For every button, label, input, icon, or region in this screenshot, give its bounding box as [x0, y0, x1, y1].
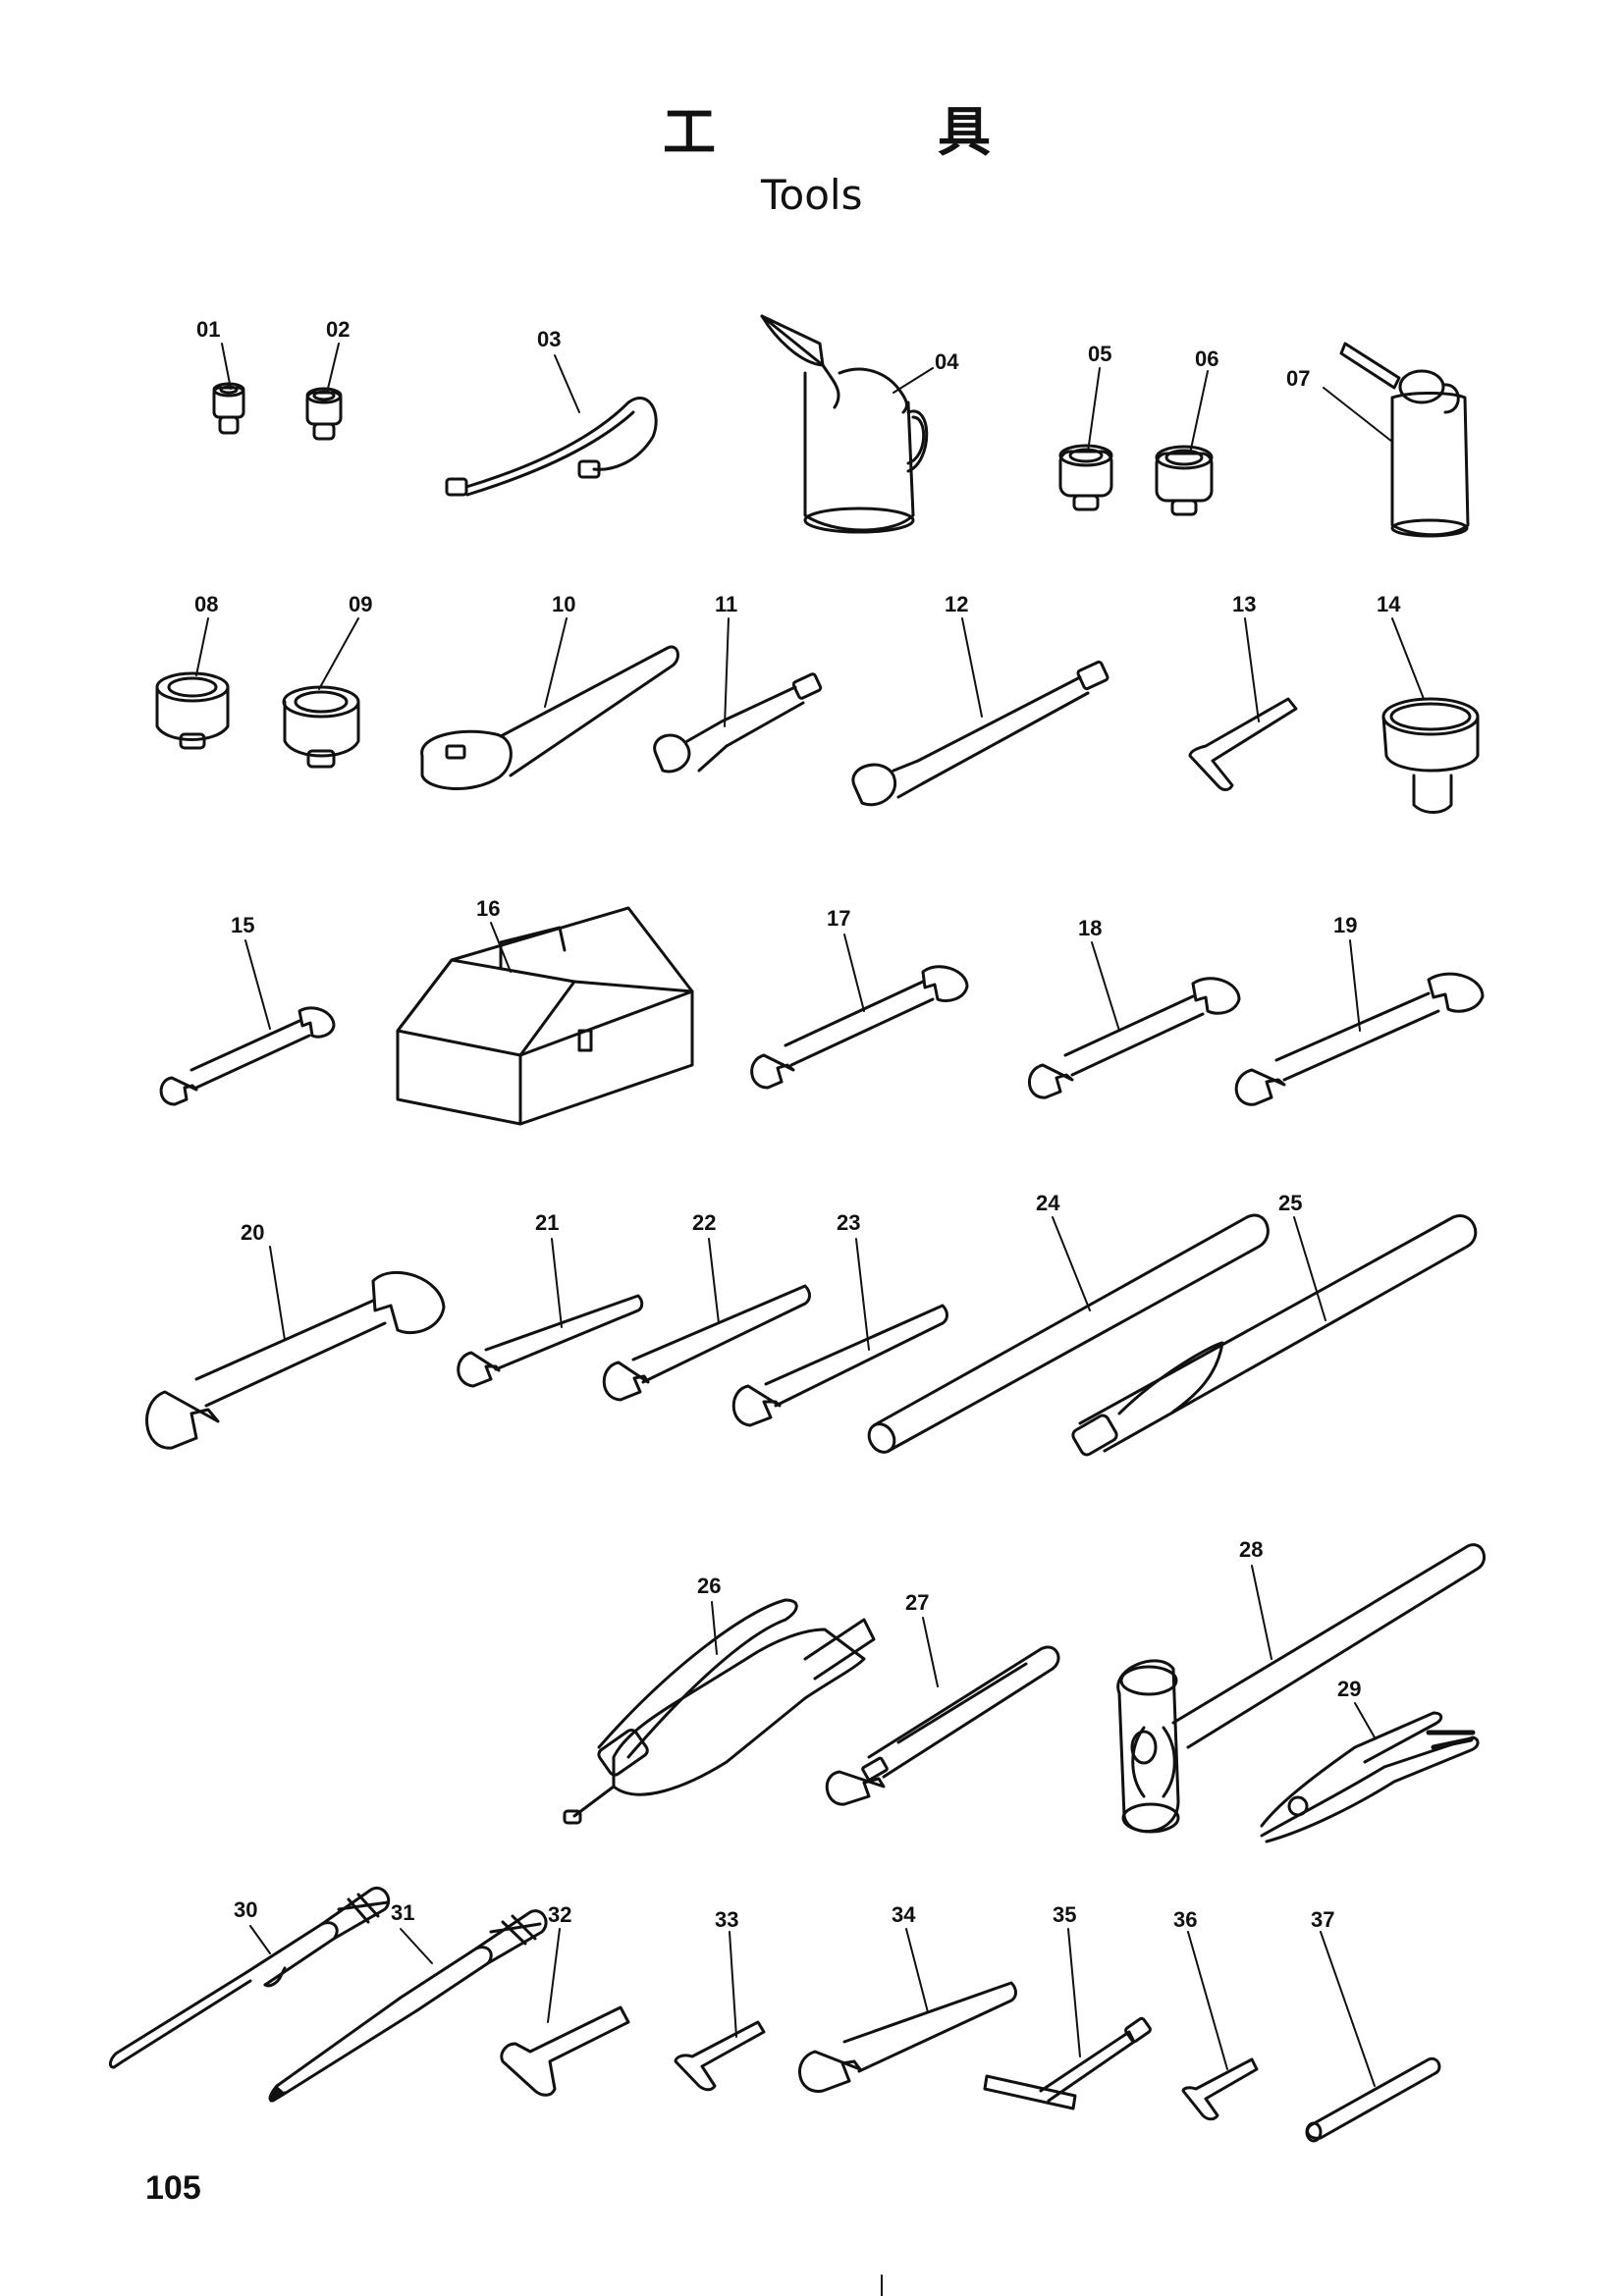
socket-large-icon — [157, 673, 228, 748]
page-title-en: Tools — [761, 171, 863, 219]
double-open-wrench-icon — [1236, 974, 1483, 1104]
socket-medium-icon — [1157, 447, 1212, 514]
callout-number: 03 — [537, 327, 562, 351]
callout-number: 24 — [1036, 1191, 1060, 1215]
callout-number: 20 — [241, 1220, 265, 1245]
hex-key-icon — [1183, 2059, 1257, 2119]
callout-number: 34 — [892, 1902, 916, 1927]
oil-jug-icon — [762, 316, 927, 532]
callout-leader-lines — [196, 344, 1424, 2086]
callout-number: 12 — [945, 592, 969, 616]
pipe-bar-icon — [864, 1215, 1268, 1457]
adjustable-wrench-icon — [827, 1647, 1058, 1804]
socket-medium-icon — [1060, 446, 1111, 509]
callout-number: 09 — [349, 592, 373, 616]
callout-number: 06 — [1195, 347, 1219, 371]
hex-key-icon — [676, 2022, 764, 2090]
pliers-icon — [1262, 1713, 1478, 1842]
callout-number: 14 — [1377, 592, 1401, 616]
callout-number: 16 — [476, 896, 501, 921]
funnel-icon — [1383, 699, 1478, 813]
hex-key-icon — [1190, 699, 1296, 790]
socket-small-icon — [214, 384, 243, 433]
socket-small-icon — [307, 389, 341, 439]
callout-number: 01 — [196, 317, 221, 342]
callout-number: 36 — [1173, 1907, 1198, 1932]
page-title-jp-2: 具 — [938, 101, 991, 163]
t-handle-wrench-icon — [985, 2017, 1152, 2109]
extension-bar-icon — [655, 673, 822, 772]
callout-number: 32 — [548, 1902, 572, 1927]
callout-number: 11 — [715, 592, 738, 616]
callout-number: 08 — [194, 592, 219, 616]
callout-number: 21 — [535, 1210, 560, 1235]
single-open-wrench-icon — [459, 1296, 642, 1386]
ratchet-handle-icon — [422, 647, 678, 789]
callout-number: 29 — [1337, 1677, 1362, 1701]
hose-icon — [447, 398, 656, 495]
callout-number: 19 — [1333, 913, 1358, 937]
single-open-wrench-icon — [733, 1306, 947, 1425]
callout-number: 18 — [1078, 916, 1103, 940]
hammer-icon — [1118, 1545, 1485, 1832]
callout-number: 13 — [1232, 592, 1257, 616]
callout-number: 04 — [935, 349, 959, 374]
callout-number: 05 — [1088, 342, 1112, 366]
callout-number: 26 — [697, 1574, 722, 1598]
phillips-screwdriver-icon — [270, 1911, 546, 2101]
callout-number: 17 — [827, 906, 851, 931]
single-open-wrench-icon — [799, 1983, 1015, 2091]
callout-number: 15 — [231, 913, 255, 937]
callout-number: 23 — [837, 1210, 861, 1235]
oil-can-icon — [1341, 344, 1468, 536]
tool-box-icon — [398, 908, 692, 1124]
callout-number: 25 — [1278, 1191, 1303, 1215]
double-open-wrench-icon — [752, 967, 967, 1088]
flat-screwdriver-icon — [110, 1888, 388, 2067]
callout-number: 30 — [234, 1897, 258, 1922]
hex-key-icon — [502, 2007, 628, 2095]
callout-number: 31 — [391, 1900, 415, 1925]
page-number: 105 — [145, 2169, 201, 2207]
pipe-bar-icon — [1071, 1216, 1476, 1458]
callout-number: 10 — [552, 592, 576, 616]
callout-number: 02 — [326, 317, 351, 342]
grease-gun-icon — [565, 1600, 874, 1823]
callout-number: 37 — [1311, 1907, 1335, 1932]
double-open-wrench-large-icon — [147, 1272, 444, 1448]
double-open-wrench-icon — [161, 1008, 334, 1104]
callout-number: 07 — [1286, 366, 1311, 391]
socket-large-icon — [284, 687, 358, 767]
callout-number: 22 — [692, 1210, 717, 1235]
callout-number: 27 — [905, 1590, 930, 1615]
callout-number: 28 — [1239, 1537, 1264, 1562]
tommy-bar-icon — [1307, 2058, 1439, 2141]
single-open-wrench-icon — [604, 1286, 809, 1400]
extension-bar-long-icon — [853, 661, 1109, 804]
callout-number: 35 — [1053, 1902, 1077, 1927]
double-open-wrench-icon — [1029, 979, 1239, 1097]
page-title-jp-1: 工 — [663, 101, 716, 163]
callout-number: 33 — [715, 1907, 739, 1932]
